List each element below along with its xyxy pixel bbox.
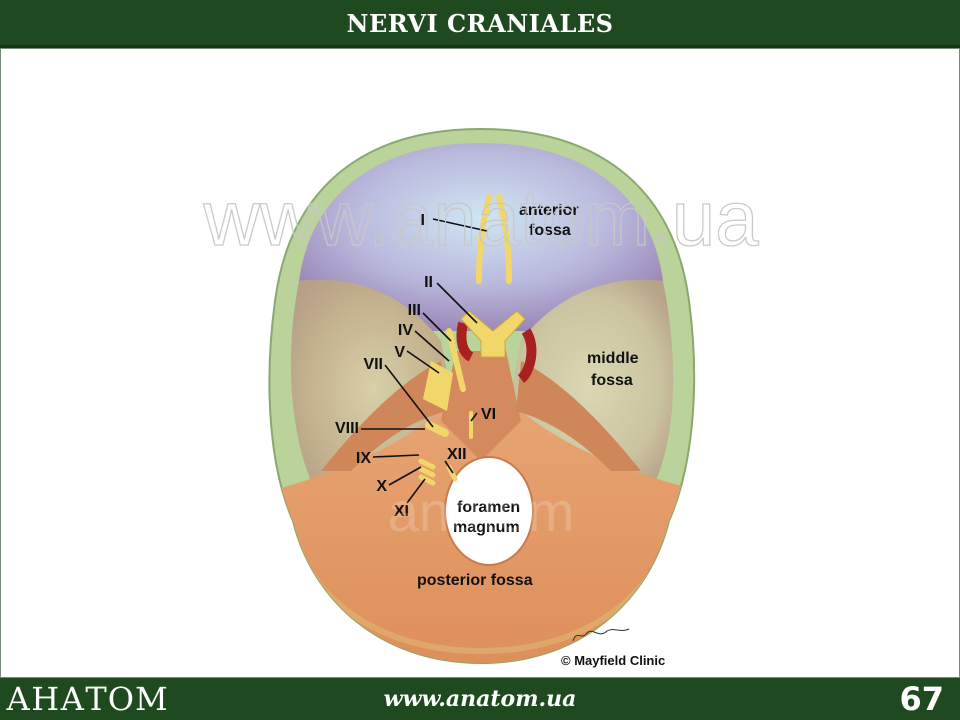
- label-nerve-V: V: [394, 344, 405, 361]
- skull-base-diagram: I II III IV V VI VII VIII IX X XI XII an…: [202, 127, 760, 668]
- label-nerve-I: I: [421, 212, 425, 229]
- page-number: 67: [899, 680, 944, 718]
- label-middle-fossa-line2: fossa: [591, 372, 633, 389]
- foramen-magnum-hole: [444, 456, 534, 566]
- carotid-artery-left: [456, 321, 474, 362]
- olfactory-nerve-left: [476, 194, 492, 284]
- middle-fossa-right: [506, 279, 674, 491]
- carotid-artery-right: [517, 328, 537, 383]
- leader-lines: [361, 218, 488, 504]
- credit-text: © Mayfield Clinic: [561, 653, 665, 668]
- label-posterior-fossa: posterior fossa: [417, 572, 533, 589]
- label-nerve-II: II: [424, 274, 433, 291]
- label-anterior-fossa-line1: anterior: [519, 202, 579, 219]
- label-nerve-X: X: [376, 478, 387, 495]
- label-nerve-XI: XI: [394, 503, 409, 520]
- footer-bar: АНАТОМ www.anatom.ua 67: [0, 678, 960, 720]
- label-nerve-VIII: VIII: [335, 420, 359, 437]
- petrous-ridge-right: [516, 361, 641, 471]
- content-frame: I II III IV V VI VII VIII IX X XI XII an…: [0, 48, 960, 678]
- label-nerve-III: III: [408, 302, 421, 319]
- label-nerve-IX: IX: [356, 450, 371, 467]
- title-bar: NERVI CRANIALES: [0, 0, 960, 48]
- olfactory-nerve-right: [496, 194, 512, 284]
- nerve-bundle-V: [423, 361, 453, 411]
- label-anterior-fossa-line2: fossa: [529, 222, 571, 239]
- label-nerve-IV: IV: [398, 322, 413, 339]
- label-nerve-VI: VI: [481, 406, 496, 423]
- label-middle-fossa-line1: middle: [587, 350, 639, 367]
- slide-title: NERVI CRANIALES: [346, 9, 614, 38]
- nerve-bundle-IX-X: [418, 458, 436, 478]
- label-nerve-XII: XII: [447, 446, 467, 463]
- watermark-small: anatom: [388, 480, 575, 543]
- nerve-bundle-XI: [418, 474, 436, 486]
- watermark-url: www.anatom.ua: [203, 174, 760, 262]
- anatom-logo: АНАТОМ: [6, 680, 169, 718]
- petrous-ridge-left: [321, 361, 446, 471]
- label-nerve-VII: VII: [363, 356, 383, 373]
- footer-url[interactable]: www.anatom.ua: [383, 686, 577, 712]
- label-foramen-line1: foramen: [457, 499, 520, 516]
- illustrator-signature: [572, 628, 630, 642]
- label-foramen-line2: magnum: [453, 519, 520, 536]
